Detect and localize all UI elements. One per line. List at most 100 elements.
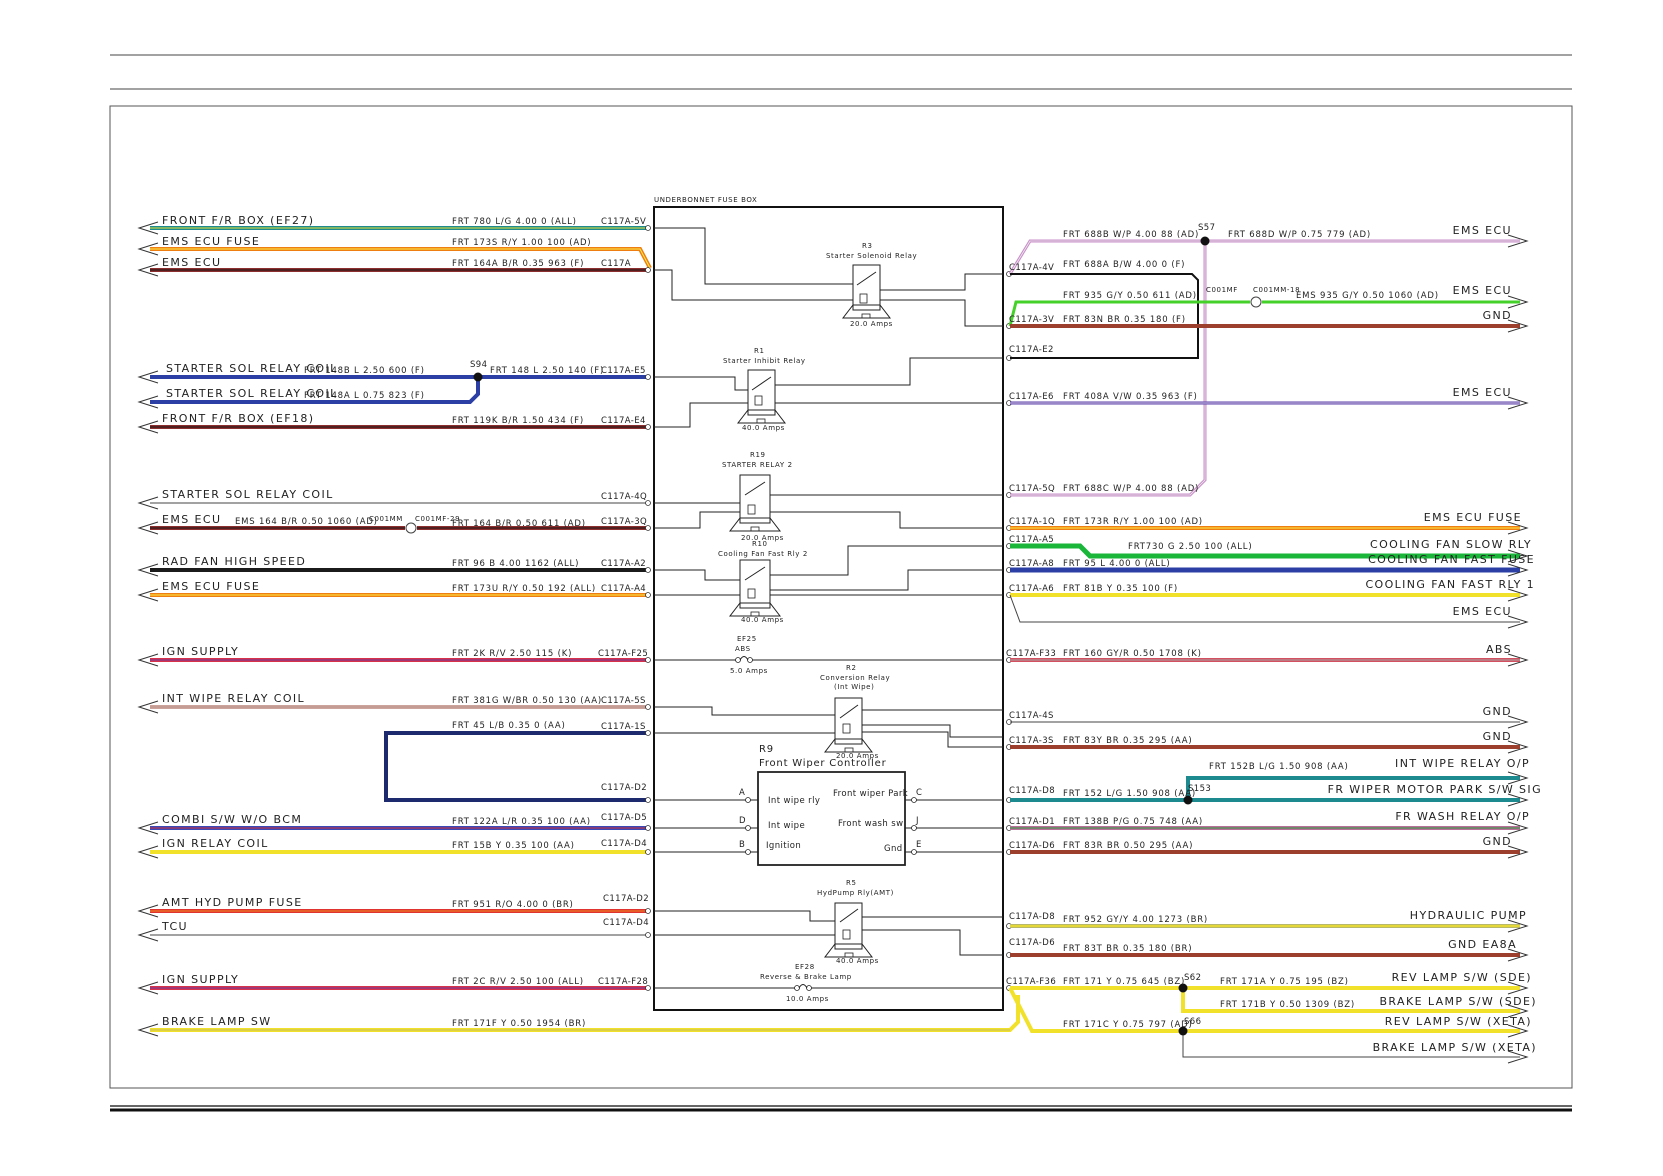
fuse-ref: EF25 — [737, 635, 757, 643]
pin-icon — [645, 592, 651, 598]
relay-r19: R19 STARTER RELAY 2 20.0 Amps — [722, 451, 792, 542]
dest-label: RAD FAN HIGH SPEED — [162, 555, 306, 568]
left-wire-codes: FRT 780 L/G 4.00 0 (ALL) FRT 173S R/Y 1.… — [235, 217, 603, 1029]
pin-icon — [645, 825, 651, 831]
wire-ems-ecu-thin — [1009, 594, 1520, 623]
arrow-icon — [1507, 615, 1529, 629]
wire-730 — [1010, 543, 1520, 559]
wire-code: FRT 152B L/G 1.50 908 (AA) — [1209, 762, 1349, 772]
controller-pin-label: Front wash sw — [838, 819, 903, 829]
pin-icon — [645, 225, 651, 231]
pin-label: C117A-D6 — [1009, 938, 1055, 948]
wire-code: FRT 171C Y 0.75 797 (AD) — [1063, 1020, 1193, 1030]
wire-code: FRT 408A V/W 0.35 963 (F) — [1063, 392, 1198, 402]
controller-pin: A — [739, 788, 745, 798]
pin-label: C117A-A4 — [601, 584, 646, 594]
dest-label: EMS ECU FUSE — [162, 580, 260, 593]
wire-code: FRT 173R R/Y 1.00 100 (AD) — [1063, 517, 1203, 527]
pin-icon — [645, 704, 651, 710]
wire-code: FRT 171A Y 0.75 195 (BZ) — [1220, 977, 1349, 987]
controller-pin: C — [916, 788, 922, 798]
splice-label: S153 — [1188, 784, 1211, 794]
arrow-icon — [137, 395, 159, 409]
wire-code: FRT 122A L/R 0.35 100 (AA) — [452, 817, 591, 827]
dest-label: IGN SUPPLY — [162, 973, 239, 986]
dest-label: TCU — [161, 920, 188, 933]
pin-icon — [645, 849, 651, 855]
right-wires — [1008, 239, 1520, 1058]
dest-label: GND — [1483, 309, 1512, 322]
dest-label: EMS ECU FUSE — [1424, 511, 1522, 524]
dest-label: HYDRAULIC PUMP — [1410, 909, 1527, 922]
wire-code: FRT 2K R/V 2.50 115 (K) — [452, 649, 572, 659]
dest-label: COOLING FAN FAST RLY 1 — [1365, 578, 1535, 591]
pin-label: C117A-D1 — [1009, 817, 1055, 827]
relay-name: Starter Solenoid Relay — [826, 252, 917, 260]
pin-icon — [645, 657, 651, 663]
relay-ref: R19 — [750, 451, 766, 459]
controller-pin: E — [916, 840, 922, 850]
relay-rating: 40.0 Amps — [836, 957, 879, 965]
dest-label: GND — [1483, 835, 1512, 848]
arrow-icon — [1507, 319, 1529, 333]
wire-code: FRT 45 L/B 0.35 0 (AA) — [452, 721, 566, 731]
pin-label: C117A-D8 — [1009, 912, 1055, 922]
left-wires — [150, 226, 1020, 1032]
dest-label: FRONT F/R BOX (EF18) — [162, 412, 314, 425]
right-destinations: EMS ECU EMS ECU GND EMS ECU EMS ECU FUSE… — [1328, 224, 1541, 1054]
pin-icon — [645, 500, 651, 506]
wire-code: FRT 688C W/P 4.00 88 (AD) — [1063, 484, 1199, 494]
dest-label: BRAKE LAMP S/W (XETA) — [1373, 1041, 1537, 1054]
pin-label: C117A-4S — [1009, 711, 1054, 721]
splice-label: S66 — [1184, 1017, 1201, 1027]
wire-code: FRT 935 G/Y 0.50 611 (AD) — [1063, 291, 1197, 301]
inline-connector-icon — [1250, 296, 1262, 308]
pin-label: C117A-5V — [601, 217, 646, 227]
relay-ref: R3 — [862, 242, 873, 250]
wire-code: FRT 381G W/BR 0.50 130 (AA) — [452, 696, 602, 706]
relay-name: (Int Wipe) — [834, 683, 874, 691]
pin-label: C117A-1S — [601, 722, 646, 732]
left-destinations: FRONT F/R BOX (EF27) EMS ECU FUSE EMS EC… — [161, 214, 336, 1028]
arrow-icon — [1507, 715, 1529, 729]
dest-label: COMBI S/W W/O BCM — [162, 813, 302, 826]
dest-label: ABS — [1486, 643, 1512, 656]
fuse-name: Reverse & Brake Lamp — [760, 973, 852, 981]
wire-code: FRT 173S R/Y 1.00 100 (AD) — [452, 238, 591, 248]
pin-label: C117A-1Q — [1009, 517, 1055, 527]
left-pins: C117A-5V C117A C117A-E5 C117A-E4 C117A-4… — [598, 217, 649, 987]
arrow-icon — [1507, 845, 1529, 859]
wire-code: FRT730 G 2.50 100 (ALL) — [1128, 542, 1252, 552]
wire-code: EMS 935 G/Y 0.50 1060 (AD) — [1296, 291, 1439, 301]
inline-connector-label: C001MF — [1206, 286, 1238, 294]
dest-label: AMT HYD PUMP FUSE — [162, 896, 303, 909]
wire-code: FRT 81B Y 0.35 100 (F) — [1063, 584, 1178, 594]
arrow-icon — [137, 700, 159, 714]
wire-code: FRT 171 Y 0.75 645 (BZ) — [1063, 977, 1185, 987]
controller-name: Front Wiper Controller — [759, 758, 887, 769]
fuse-rating: 5.0 Amps — [730, 667, 768, 675]
wire-code: FRT 780 L/G 4.00 0 (ALL) — [452, 217, 577, 227]
dest-label: EMS ECU — [1453, 605, 1512, 618]
pin-label: C117A-E5 — [601, 366, 646, 376]
controller-pin-label: Front wiper Park — [833, 789, 908, 799]
pin-label: C117A-5S — [601, 696, 646, 706]
fuse-rating: 10.0 Amps — [786, 995, 829, 1003]
fuse-icon — [798, 984, 808, 989]
dest-label: FRONT F/R BOX (EF27) — [162, 214, 314, 227]
relay-rating: 20.0 Amps — [741, 534, 784, 542]
pin-label: C117A-D4 — [601, 839, 647, 849]
dest-label: REV LAMP S/W (XETA) — [1385, 1015, 1532, 1028]
controller-pin: D — [739, 816, 746, 826]
arrow-icon — [137, 420, 159, 434]
relay-name: Conversion Relay — [820, 674, 890, 682]
pin-label: C117A-E4 — [601, 416, 646, 426]
pin-icon — [645, 932, 651, 938]
wire-code: FRT 164 B/R 0.50 611 (AD) — [452, 519, 586, 529]
arrow-icon — [137, 370, 159, 384]
arrow-icon — [137, 904, 159, 918]
pin-label: C117A-A2 — [601, 559, 646, 569]
dest-label: INT WIPE RELAY COIL — [162, 692, 305, 705]
pin-circles — [645, 225, 1012, 991]
splice-icon — [1178, 1026, 1188, 1036]
